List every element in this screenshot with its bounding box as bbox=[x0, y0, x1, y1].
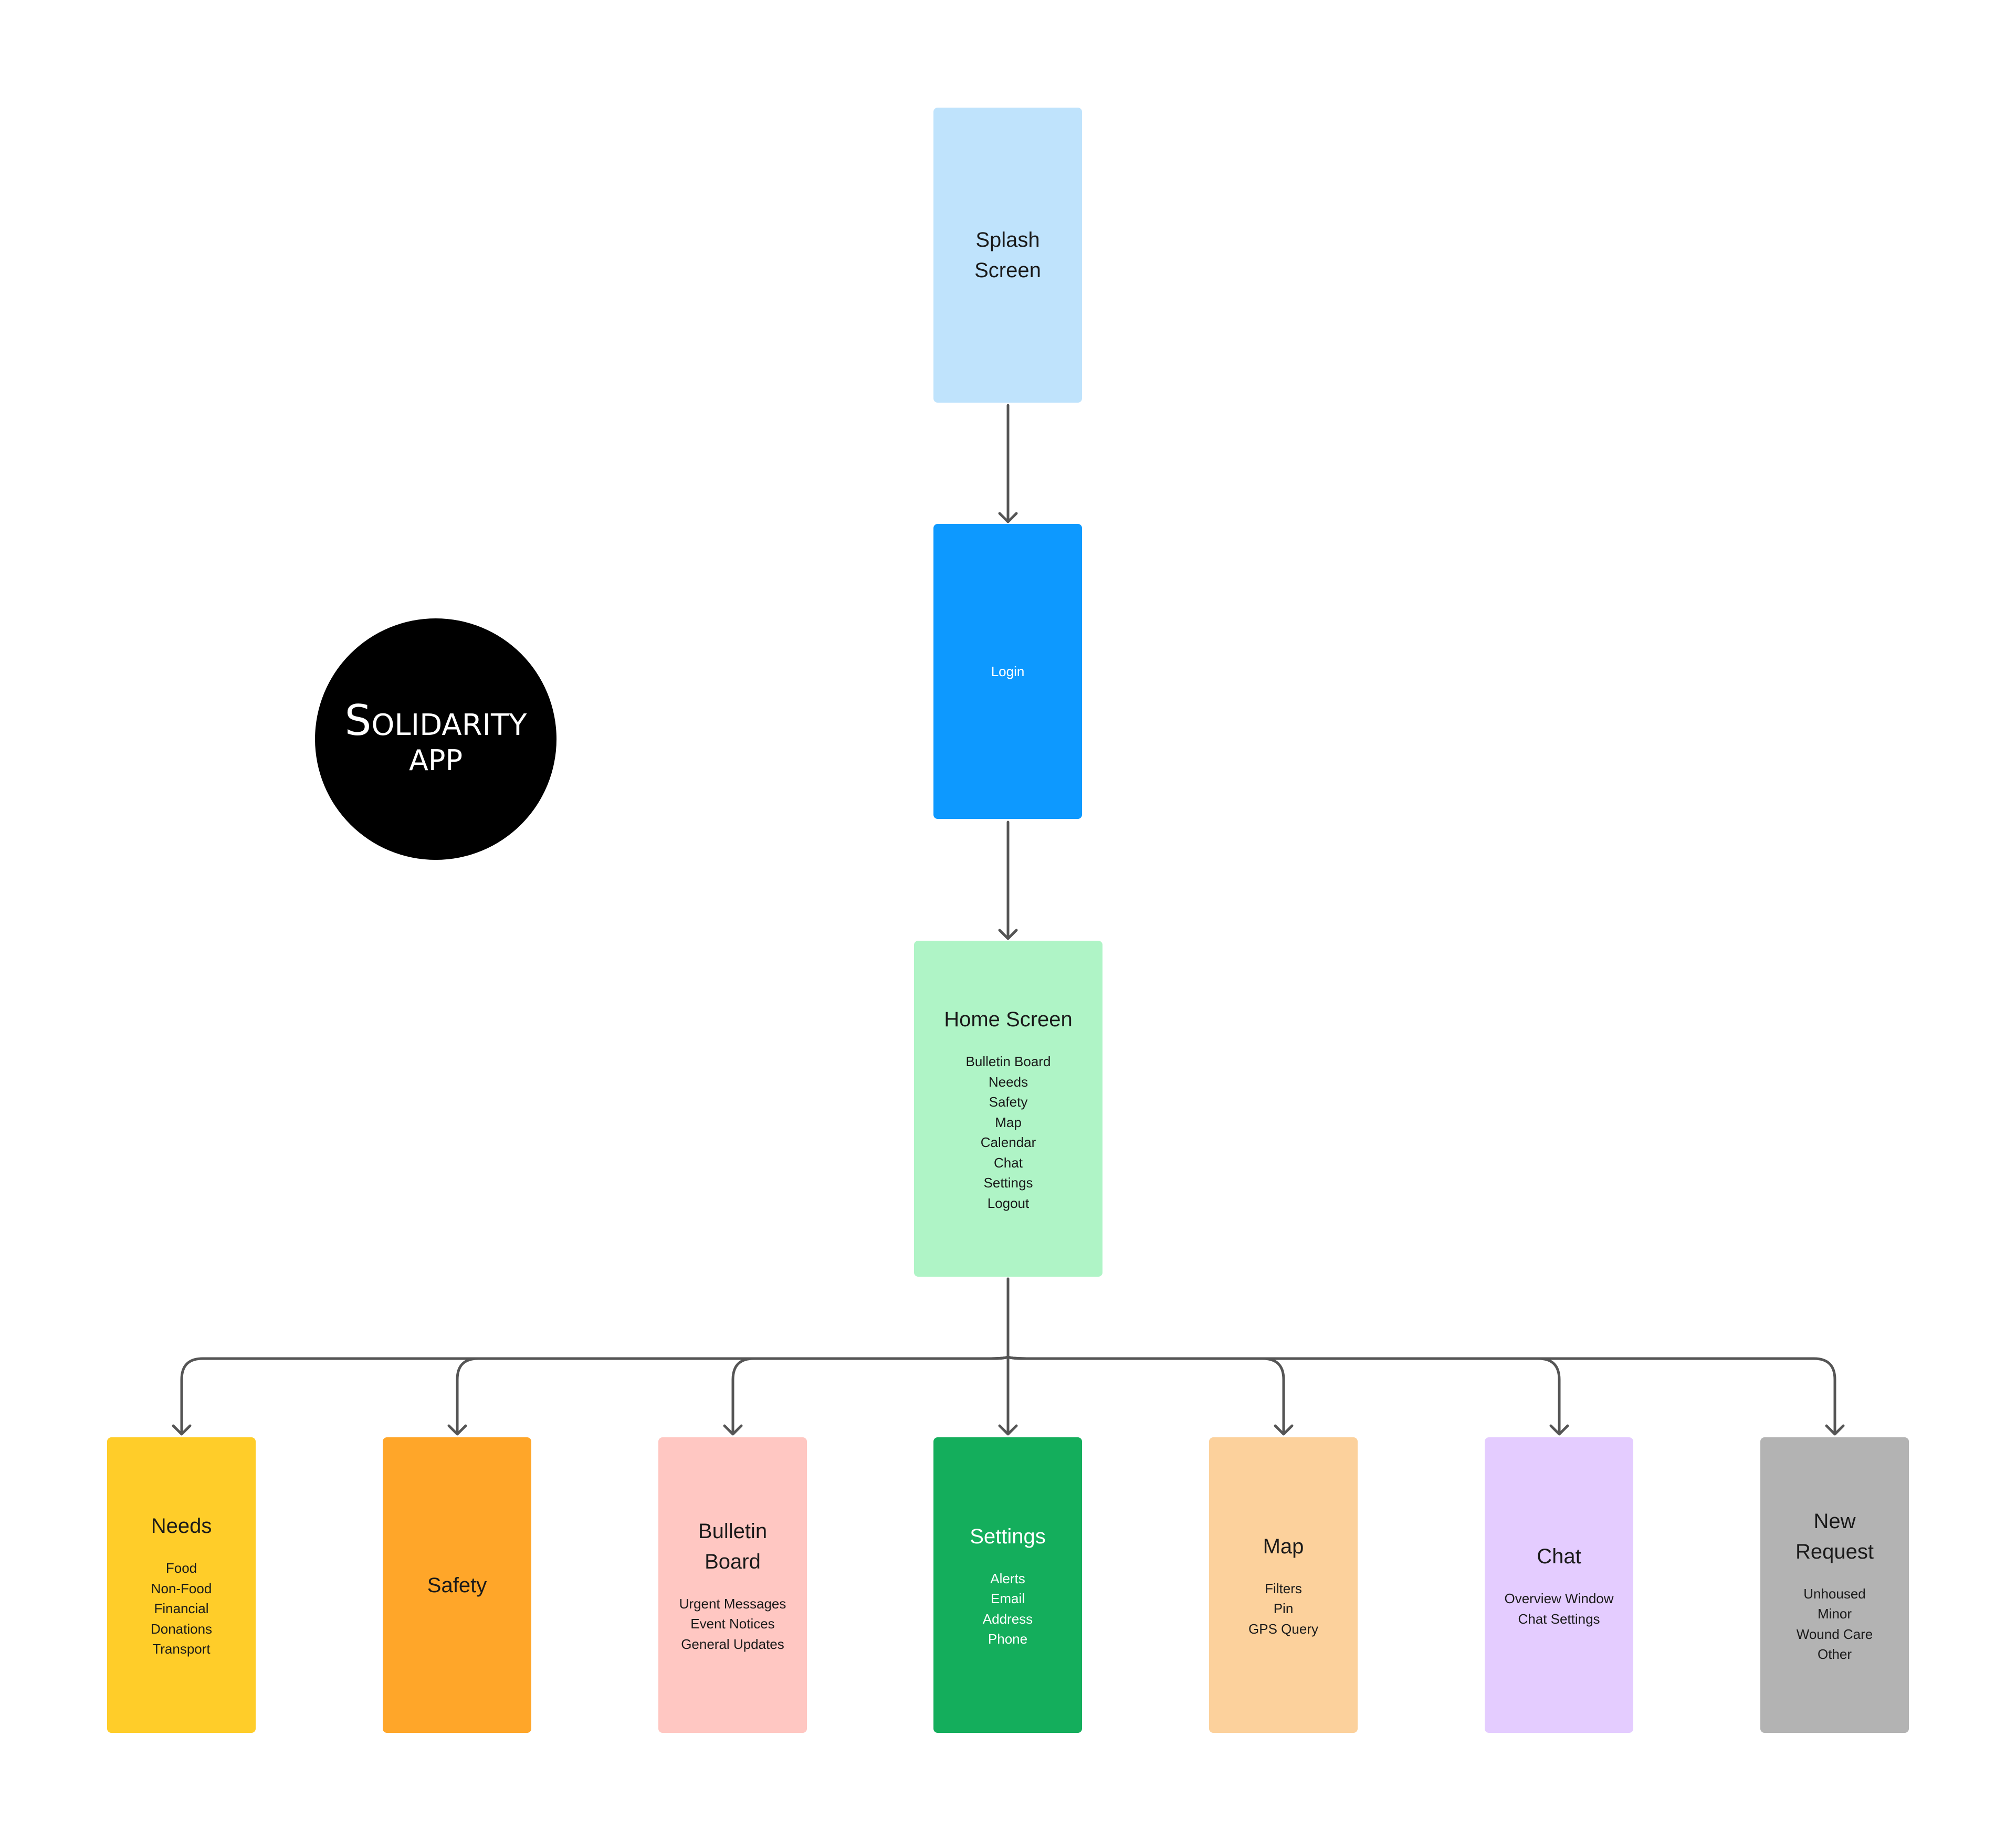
node-splash-screen[interactable]: Splash Screen bbox=[933, 108, 1082, 403]
node-needs-items: Food Non-Food Financial Donations Transp… bbox=[150, 1560, 213, 1657]
node-needs-title: Needs bbox=[151, 1514, 212, 1538]
node-new-request[interactable]: New Request Unhoused Minor Wound Care Ot… bbox=[1760, 1437, 1909, 1733]
connector-home-to-chat bbox=[1006, 1355, 1569, 1436]
node-chat-title: Chat bbox=[1537, 1545, 1581, 1568]
node-chat[interactable]: Chat Overview Window Chat Settings bbox=[1485, 1437, 1633, 1733]
node-bulletin-board[interactable]: Bulletin Board Urgent Messages Event Not… bbox=[658, 1437, 807, 1733]
node-login[interactable]: Login bbox=[933, 524, 1082, 819]
logo-line-1: Solidarity bbox=[344, 696, 527, 745]
solidarity-app-logo: Solidarity APP bbox=[315, 618, 556, 860]
node-bulletin-board-title: Bulletin Board bbox=[698, 1519, 768, 1573]
node-chat-items: Overview Window Chat Settings bbox=[1504, 1591, 1614, 1627]
node-safety-title: Safety bbox=[427, 1573, 487, 1597]
node-map-title: Map bbox=[1263, 1534, 1304, 1558]
node-login-title: Login bbox=[991, 664, 1025, 679]
node-map[interactable]: Map Filters Pin GPS Query bbox=[1209, 1437, 1358, 1733]
node-home-screen-title: Home Screen bbox=[944, 1008, 1073, 1031]
connector-home-to-new-request bbox=[1006, 1355, 1845, 1436]
connector-login-to-home bbox=[998, 820, 1018, 940]
connector-home-to-settings bbox=[998, 1355, 1018, 1436]
node-home-screen-items: Bulletin Board Needs Safety Map Calendar… bbox=[965, 1054, 1051, 1211]
node-new-request-items: Unhoused Minor Wound Care Other bbox=[1796, 1585, 1873, 1663]
logo-line-2: APP bbox=[408, 744, 463, 777]
node-settings[interactable]: Settings Alerts Email Address Phone bbox=[933, 1437, 1082, 1733]
node-map-items: Filters Pin GPS Query bbox=[1248, 1580, 1318, 1637]
node-safety[interactable]: Safety bbox=[383, 1437, 531, 1733]
connector-home-to-needs bbox=[172, 1355, 1010, 1436]
node-settings-title: Settings bbox=[970, 1524, 1046, 1548]
node-splash-screen-title: Splash Screen bbox=[974, 228, 1041, 282]
node-bulletin-board-items: Urgent Messages Event Notices General Up… bbox=[679, 1595, 786, 1652]
node-needs[interactable]: Needs Food Non-Food Financial Donations … bbox=[107, 1437, 256, 1733]
node-new-request-title: New Request bbox=[1796, 1509, 1874, 1563]
node-settings-items: Alerts Email Address Phone bbox=[982, 1570, 1033, 1647]
connector-home-to-map bbox=[1006, 1355, 1294, 1436]
connector-home-to-safety bbox=[447, 1355, 1010, 1436]
connector-splash-to-login bbox=[998, 404, 1018, 523]
connector-home-to-bulletin bbox=[723, 1355, 1010, 1436]
node-home-screen[interactable]: Home Screen Bulletin Board Needs Safety … bbox=[914, 941, 1102, 1277]
